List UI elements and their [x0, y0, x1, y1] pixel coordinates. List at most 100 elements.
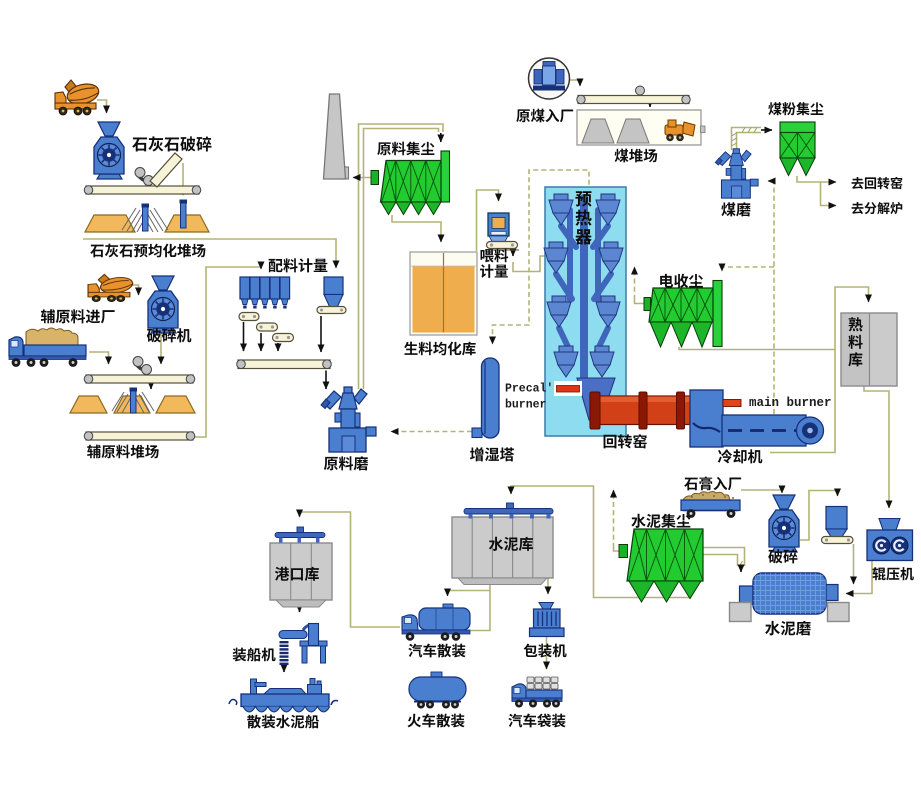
dispatch-section — [228, 502, 565, 713]
bag-truck — [511, 676, 563, 708]
label-ship-loader: 装船机 — [232, 644, 276, 665]
label-preheater: 预热器 — [575, 185, 592, 248]
line-clinker-to-silo — [770, 286, 872, 454]
limestone-section — [54, 79, 210, 233]
label-rotary-kiln: 回转窑 — [602, 431, 647, 452]
label-precal-burner-1: Precal' — [505, 383, 553, 396]
transfer-wheel — [134, 167, 146, 178]
line-cooler-air-to-coal-mill — [767, 177, 776, 414]
label-gypsum-crushing: 破碎 — [768, 546, 798, 567]
label-raw-mill: 原料磨 — [323, 453, 368, 474]
aux-dump-truck — [87, 273, 136, 303]
belt-roller — [185, 431, 196, 441]
bulk-cement-ship — [228, 678, 339, 713]
label-cement-dust-collector: 水泥集尘 — [631, 511, 691, 532]
belt-roller — [83, 374, 94, 384]
coal-yard — [576, 109, 706, 146]
label-train-bulk: 火车散装 — [407, 710, 465, 731]
line-aux-truck-to-belt — [89, 351, 112, 365]
inclined-conveyor — [149, 152, 183, 188]
line-esp-dust — [678, 347, 835, 351]
line-clinker-silo-to-roller-press — [863, 386, 893, 509]
belt-roller — [185, 374, 196, 384]
label-coal-yard: 煤堆场 — [614, 145, 658, 166]
belt-roller — [681, 94, 691, 105]
label-cooler: 冷却机 — [717, 446, 762, 467]
belt-pulley — [635, 85, 645, 96]
belt-roller — [83, 431, 94, 441]
line-silo-to-truck — [444, 588, 490, 597]
label-packing-machine: 包装机 — [523, 640, 567, 661]
label-clinker-silo: 熟料库 — [848, 314, 863, 370]
line-coal-filter-to-calciner — [819, 182, 837, 209]
belt-roller — [236, 359, 246, 370]
label-limestone-crushing: 石灰石破碎 — [132, 131, 212, 155]
line-preheater-exhaust-to-tower — [489, 169, 590, 345]
label-esp: 电收尘 — [658, 271, 703, 292]
label-to-calciner: 去分解炉 — [851, 198, 903, 217]
label-coal-mill: 煤磨 — [721, 199, 751, 220]
label-truck-bagged: 汽车袋装 — [508, 710, 566, 731]
bulk-tanker-truck — [401, 603, 471, 641]
label-coal-dust-collector: 煤粉集尘 — [768, 99, 824, 119]
weigh-hopper — [316, 276, 347, 315]
cement-dust-collector — [618, 528, 704, 603]
cement-grinding-section — [618, 491, 914, 623]
cooler — [689, 389, 825, 448]
line-roller-press-to-mill — [845, 561, 873, 597]
aux-belt-upper — [85, 374, 194, 384]
ship-loader — [278, 622, 328, 665]
line-tippler-to-coal-belt — [568, 78, 584, 87]
belt-roller — [191, 185, 202, 195]
label-cement-mill: 水泥磨 — [765, 617, 812, 639]
raw-grinding-section — [320, 93, 519, 453]
coal-dust-collector — [779, 121, 816, 177]
label-feed-metering-2: 计量 — [480, 261, 509, 282]
esp — [643, 279, 723, 349]
line-truck-to-limestone-crusher — [97, 99, 110, 114]
label-raw-meal-silo: 生料均化库 — [404, 338, 477, 359]
pipe-raw-mill-to-filter-outer — [357, 123, 444, 389]
line-cooler-air-to-esp — [718, 263, 774, 272]
coal-belt — [577, 94, 690, 105]
label-batching-metering: 配料计量 — [268, 255, 328, 276]
proportioning-belt — [237, 359, 331, 370]
humidifying-tower — [471, 357, 500, 439]
labels-layer: 石灰石破碎 石灰石预均化堆场 辅原料进厂 破碎机 辅原料堆场 配料计量 原料磨 … — [40, 99, 914, 732]
pipe-hatching — [731, 127, 758, 567]
limestone-piles — [84, 199, 210, 233]
line-aux-yard-to-batching — [193, 261, 265, 438]
belt-roller — [322, 359, 332, 370]
label-main-burner: main burner — [749, 396, 832, 410]
transfer-wheel — [132, 356, 144, 367]
pipe-cement-filter-outer — [703, 546, 746, 566]
line-truck-to-port-silo — [296, 509, 400, 628]
limestone-belt — [85, 185, 200, 195]
label-to-rotary-kiln: 去回转窑 — [851, 173, 903, 192]
belt-feeders — [238, 311, 295, 343]
chimney — [322, 93, 350, 180]
rail-tanker — [408, 671, 467, 709]
pipe-coal-mill-outer — [730, 126, 761, 150]
label-precal-burner-2: burner — [505, 399, 547, 412]
flow-lines — [83, 78, 893, 673]
line-feeder-to-preheater — [512, 255, 546, 273]
gypsum-crusher — [768, 494, 800, 553]
line-cement-filter-outlet — [612, 548, 619, 552]
label-roller-press: 辊压机 — [872, 564, 914, 584]
label-aux-material-yard: 辅原料堆场 — [87, 441, 160, 462]
label-limestone-yard: 石灰石预均化堆场 — [90, 240, 206, 261]
packing-machine — [528, 602, 565, 638]
coal-section — [527, 57, 816, 199]
label-raw-dust-collector: 原料集尘 — [377, 138, 435, 159]
line-filter-dust-to-silo — [391, 215, 445, 243]
line-silo-to-feeder — [475, 189, 502, 251]
label-gypsum-entry: 石膏入厂 — [684, 473, 742, 494]
label-bulk-cement-ship: 散装水泥船 — [247, 711, 320, 732]
line-coal-filter-to-kiln — [796, 176, 837, 186]
label-feed-metering-1: 喂料 — [480, 245, 509, 266]
batching-hoppers — [239, 276, 291, 309]
label-aux-crusher: 破碎机 — [146, 325, 191, 346]
coal-mill — [714, 148, 759, 199]
